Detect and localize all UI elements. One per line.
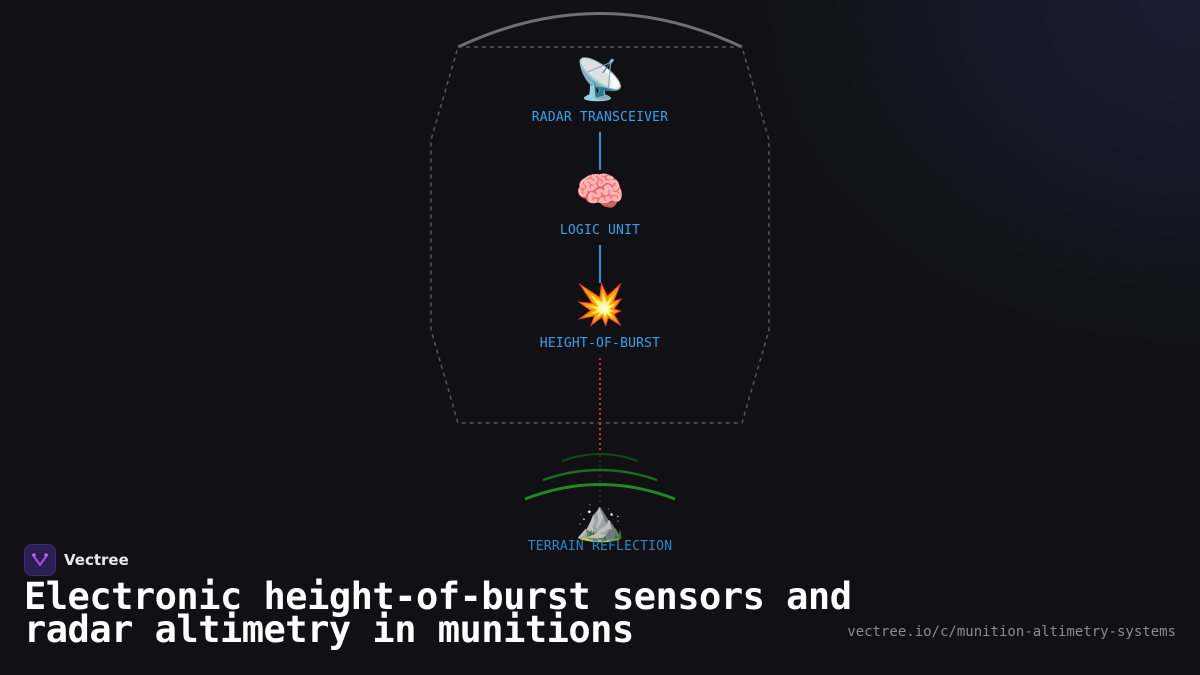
node-label-height-of-burst: HEIGHT-OF-BURST bbox=[539, 336, 661, 351]
vectree-logo-icon bbox=[24, 544, 56, 576]
mountain-icon: ⛰️ bbox=[575, 498, 625, 544]
munition-body-outline bbox=[430, 46, 770, 424]
reflection-wave-outer bbox=[524, 483, 676, 501]
collision-icon: 💥 bbox=[575, 282, 625, 328]
page-url: vectree.io/c/munition-altimetry-systems bbox=[847, 624, 1176, 640]
nose-cone-outline bbox=[457, 12, 743, 49]
reflection-wave-middle bbox=[542, 468, 658, 482]
node-label-terrain-reflection: TERRAIN REFLECTION bbox=[527, 539, 673, 554]
node-label-logic-unit: LOGIC UNIT bbox=[559, 223, 641, 238]
reflection-wave-inner bbox=[561, 453, 639, 462]
satellite-antenna-icon: 📡 bbox=[575, 57, 625, 103]
brain-icon: 🧠 bbox=[575, 169, 625, 215]
node-label-radar-transceiver: RADAR TRANSCEIVER bbox=[531, 110, 669, 125]
brand-name: Vectree bbox=[64, 551, 129, 569]
page-title: Electronic height-of-burst sensors and r… bbox=[24, 575, 852, 651]
brand: Vectree bbox=[24, 544, 129, 576]
